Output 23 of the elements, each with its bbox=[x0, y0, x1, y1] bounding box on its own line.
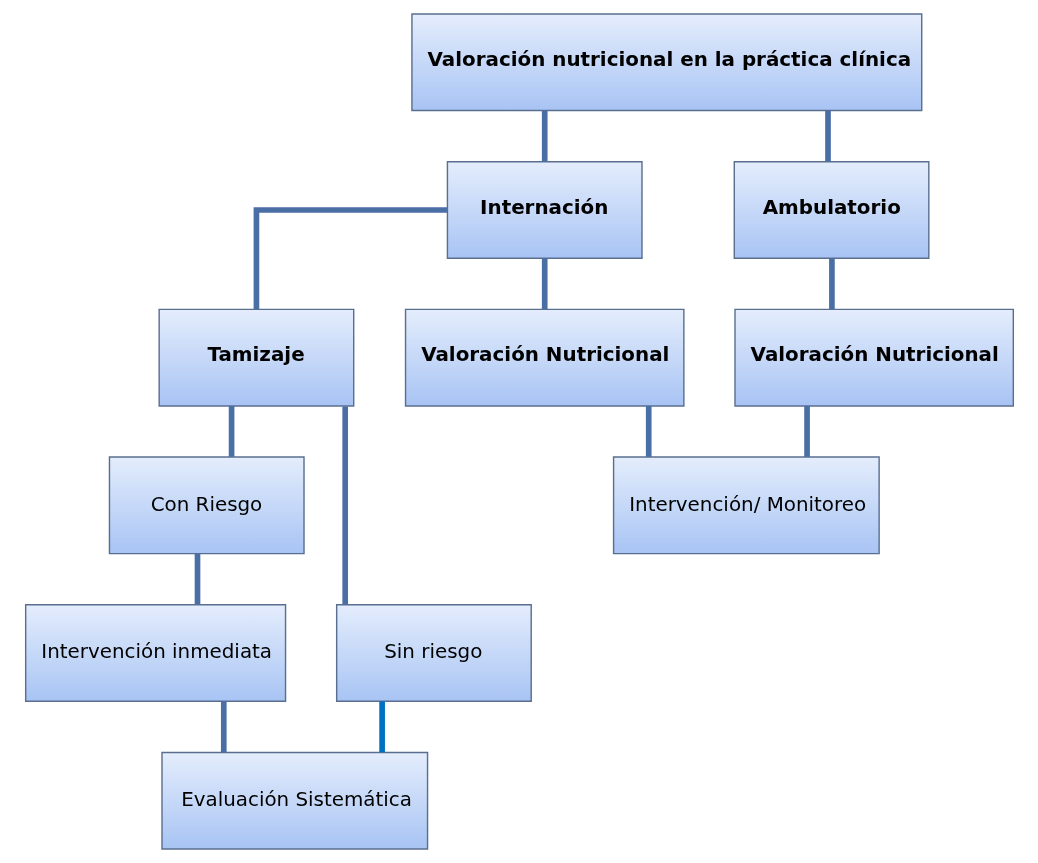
connector bbox=[541, 110, 548, 162]
connector bbox=[341, 406, 348, 605]
node-box: Sin riesgo bbox=[335, 604, 532, 702]
node-box: Intervención inmediata bbox=[24, 604, 286, 702]
node-box: Evaluación Sistemática bbox=[160, 751, 428, 850]
node-box: Ambulatorio bbox=[733, 161, 930, 259]
connector bbox=[228, 406, 234, 457]
connector bbox=[828, 258, 835, 310]
connector bbox=[803, 406, 810, 457]
connector bbox=[194, 553, 200, 605]
node-box: Tamizaje bbox=[157, 308, 354, 407]
connector bbox=[220, 701, 227, 753]
connector bbox=[824, 110, 831, 162]
connector bbox=[645, 406, 652, 457]
node-box: Valoración Nutricional bbox=[404, 308, 685, 407]
connector bbox=[253, 207, 447, 310]
node-box: Valoración nutricional en la práctica clínica bbox=[410, 13, 922, 112]
connector bbox=[541, 258, 548, 310]
node-box: Valoración Nutricional bbox=[733, 308, 1014, 407]
node-box: Intervención/ Monitoreo bbox=[612, 456, 880, 555]
node-box: Con Riesgo bbox=[108, 456, 305, 555]
node-box: Internación bbox=[446, 161, 643, 259]
connector bbox=[378, 701, 385, 753]
